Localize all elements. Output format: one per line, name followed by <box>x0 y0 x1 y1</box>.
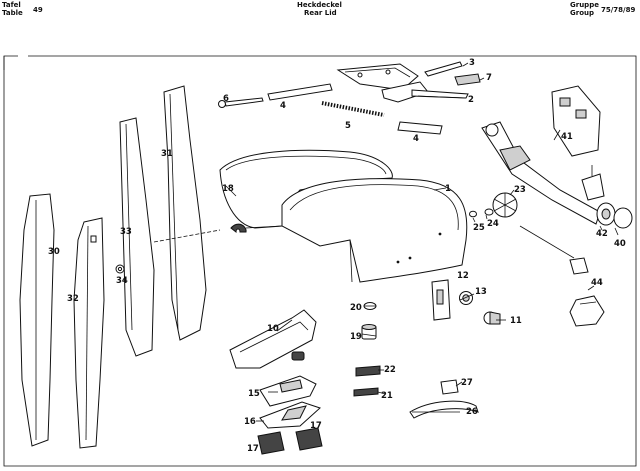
callout-31: 31 <box>161 149 173 159</box>
handle <box>409 400 479 419</box>
table-label: Table <box>2 9 23 17</box>
rod <box>519 225 575 259</box>
callout-34: 34 <box>116 276 128 286</box>
tafel-label: Tafel <box>2 1 21 9</box>
callout-20: 20 <box>350 303 362 313</box>
callout-18: 18 <box>222 184 234 194</box>
spring <box>321 101 385 117</box>
callout-27: 27 <box>461 378 473 388</box>
callout-10: 10 <box>267 324 279 334</box>
cap <box>440 379 459 395</box>
washer-25 <box>469 210 477 218</box>
pillar-33 <box>119 117 155 357</box>
rear-lid <box>281 178 468 283</box>
callout-41: 41 <box>561 132 573 142</box>
callout-17-right: 17 <box>310 421 322 431</box>
callout-5: 5 <box>345 121 351 131</box>
callout-7: 7 <box>486 73 492 83</box>
callout-23: 23 <box>514 185 526 195</box>
cable-clamp <box>569 295 605 327</box>
rod-clamp <box>569 257 589 275</box>
callout-4-right: 4 <box>413 134 419 144</box>
washer-24 <box>484 208 494 216</box>
callout-42: 42 <box>596 229 608 239</box>
callout-21: 21 <box>381 391 393 401</box>
callout-19: 19 <box>350 332 362 342</box>
lock-bracket <box>431 279 451 321</box>
callout-4-left: 4 <box>280 101 286 111</box>
pad-left <box>257 431 285 455</box>
callout-22: 22 <box>384 365 396 375</box>
callout-25: 25 <box>473 223 485 233</box>
callout-15: 15 <box>248 389 260 399</box>
callout-2: 2 <box>468 95 474 105</box>
callout-26: 26 <box>466 407 478 417</box>
table-number: 49 <box>33 6 43 14</box>
clip <box>454 73 481 86</box>
group-number: 75/78/89 <box>601 6 636 14</box>
spindle-assembly <box>481 121 605 225</box>
pillar-31 <box>163 85 207 341</box>
title-english: Rear Lid <box>304 9 337 17</box>
title-german: Heckdeckel <box>297 1 342 9</box>
torsion-rod <box>267 83 333 101</box>
bolt <box>218 97 264 108</box>
sleeve <box>397 121 443 135</box>
hinge-pin <box>424 61 463 77</box>
hinge-assembly <box>336 63 469 103</box>
group-label: Group <box>570 9 595 17</box>
callout-33: 33 <box>120 227 132 237</box>
pad-right <box>295 427 323 451</box>
pillar-32 <box>73 217 105 449</box>
callout-32: 32 <box>67 294 79 304</box>
callout-11: 11 <box>510 316 522 326</box>
callout-3: 3 <box>469 58 475 68</box>
lock-cylinder <box>483 311 501 325</box>
callout-44: 44 <box>591 278 603 288</box>
seal <box>219 149 393 229</box>
rubber-buffer <box>361 324 377 340</box>
leader-lines <box>225 62 619 422</box>
bracket-22 <box>355 365 381 377</box>
plug-40 <box>613 207 633 229</box>
bracket-41 <box>551 85 601 157</box>
frame-border <box>3 55 637 467</box>
callout-40: 40 <box>614 239 626 249</box>
callout-17-left: 17 <box>247 444 259 454</box>
pillar-30 <box>19 193 55 447</box>
callout-16: 16 <box>244 417 256 427</box>
callout-24: 24 <box>487 219 499 229</box>
callout-30: 30 <box>48 247 60 257</box>
callout-labels: 1 2 3 4 4 5 6 7 10 11 12 13 15 16 17 17 … <box>48 58 626 454</box>
bracket-21 <box>353 387 379 397</box>
clip-small <box>230 223 247 234</box>
wheel-emblem <box>492 192 518 218</box>
callout-12: 12 <box>457 271 469 281</box>
callout-13: 13 <box>475 287 487 297</box>
gruppe-label: Gruppe <box>570 1 599 9</box>
callout-1: 1 <box>445 184 451 194</box>
callout-6: 6 <box>223 94 229 104</box>
